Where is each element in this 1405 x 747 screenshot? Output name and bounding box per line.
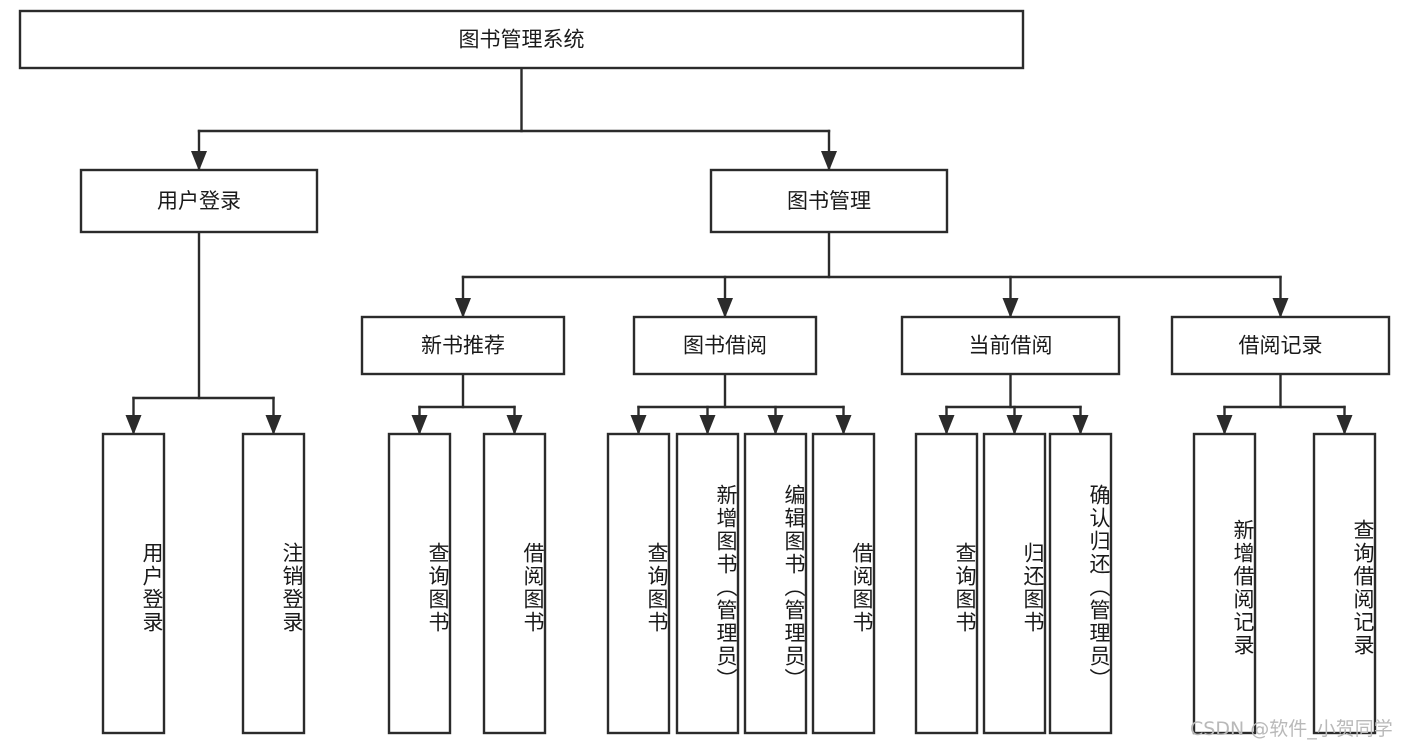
node-leaf-return-book-box[interactable] (982, 432, 1047, 735)
node-leaf-borrow-book-recommend[interactable] (482, 432, 547, 735)
conn-book-manage-arrow-3 (1272, 298, 1289, 318)
conn-book-borrow-arrow-2 (767, 415, 784, 435)
connectors-layer (125, 66, 1353, 435)
node-leaf-query-book-current[interactable] (914, 432, 979, 735)
node-leaf-query-borrow-record[interactable] (1312, 432, 1377, 735)
conn-book-manage-arrow-2 (1002, 298, 1019, 318)
node-leaf-return-book[interactable] (982, 432, 1047, 735)
conn-borrow-record-arrow-1 (1336, 415, 1353, 435)
node-root-box[interactable] (18, 9, 1025, 70)
node-leaf-logout-box[interactable] (241, 432, 306, 735)
node-leaf-query-borrow-record-box[interactable] (1312, 432, 1377, 735)
node-current-borrow-box[interactable] (900, 315, 1121, 376)
node-leaf-query-book-borrow[interactable] (606, 432, 671, 735)
conn-user-login-arrow-1 (265, 415, 282, 435)
conn-root-arrow-0 (191, 151, 207, 171)
node-book-borrow[interactable]: 图书借阅 (632, 315, 818, 376)
node-borrow-record-box[interactable] (1170, 315, 1391, 376)
node-current-borrow[interactable]: 当前借阅 (900, 315, 1121, 376)
conn-new-book-recommend-arrow-0 (411, 415, 428, 435)
node-leaf-edit-book-admin-box[interactable] (743, 432, 808, 735)
conn-current-borrow-arrow-0 (938, 415, 955, 435)
conn-book-borrow-arrow-1 (699, 415, 716, 435)
conn-book-manage-arrow-0 (455, 298, 471, 318)
node-leaf-borrow-book-box[interactable] (811, 432, 876, 735)
node-borrow-record[interactable]: 借阅记录 (1170, 315, 1391, 376)
node-leaf-confirm-return-admin-box[interactable] (1048, 432, 1113, 735)
node-new-book-recommend-label: 新书推荐 (421, 334, 505, 358)
node-leaf-query-book-recommend-box[interactable] (387, 432, 452, 735)
conn-user-login-arrow-0 (125, 415, 142, 435)
conn-root-arrow-1 (821, 151, 837, 171)
conn-book-borrow-arrow-0 (630, 415, 647, 435)
node-new-book-recommend[interactable]: 新书推荐 (360, 315, 566, 376)
node-book-manage-box[interactable] (709, 168, 949, 234)
node-book-manage-label: 图书管理 (787, 189, 871, 213)
conn-book-manage-arrow-1 (717, 298, 733, 318)
node-leaf-query-book-recommend[interactable] (387, 432, 452, 735)
node-leaf-confirm-return-admin[interactable] (1048, 432, 1113, 735)
node-new-book-recommend-box[interactable] (360, 315, 566, 376)
node-book-borrow-label: 图书借阅 (683, 334, 767, 358)
watermark-text: CSDN @软件_小贺同学 (1190, 718, 1393, 740)
node-user-login[interactable]: 用户登录 (79, 168, 319, 234)
node-leaf-borrow-book-recommend-box[interactable] (482, 432, 547, 735)
node-leaf-add-borrow-record[interactable] (1192, 432, 1257, 735)
conn-current-borrow-arrow-2 (1072, 415, 1089, 435)
conn-current-borrow-arrow-1 (1006, 415, 1023, 435)
conn-borrow-record-arrow-0 (1216, 415, 1233, 435)
node-leaf-borrow-book[interactable] (811, 432, 876, 735)
node-root-label: 图书管理系统 (459, 28, 585, 52)
node-user-login-box[interactable] (79, 168, 319, 234)
node-leaf-edit-book-admin[interactable] (743, 432, 808, 735)
node-user-login-label: 用户登录 (157, 189, 241, 213)
node-leaf-logout[interactable] (241, 432, 306, 735)
node-leaf-user-login[interactable] (101, 432, 166, 735)
node-current-borrow-label: 当前借阅 (969, 334, 1053, 358)
node-borrow-record-label: 借阅记录 (1239, 334, 1323, 358)
conn-book-borrow-arrow-3 (835, 415, 852, 435)
node-leaf-add-borrow-record-box[interactable] (1192, 432, 1257, 735)
node-leaf-user-login-box[interactable] (101, 432, 166, 735)
node-root[interactable]: 图书管理系统 (18, 9, 1025, 70)
node-leaf-add-book-admin[interactable] (675, 432, 740, 735)
node-leaf-query-book-current-box[interactable] (914, 432, 979, 735)
node-leaf-query-book-borrow-box[interactable] (606, 432, 671, 735)
node-book-borrow-box[interactable] (632, 315, 818, 376)
node-book-manage[interactable]: 图书管理 (709, 168, 949, 234)
node-leaf-add-book-admin-box[interactable] (675, 432, 740, 735)
conn-new-book-recommend-arrow-1 (506, 415, 523, 435)
